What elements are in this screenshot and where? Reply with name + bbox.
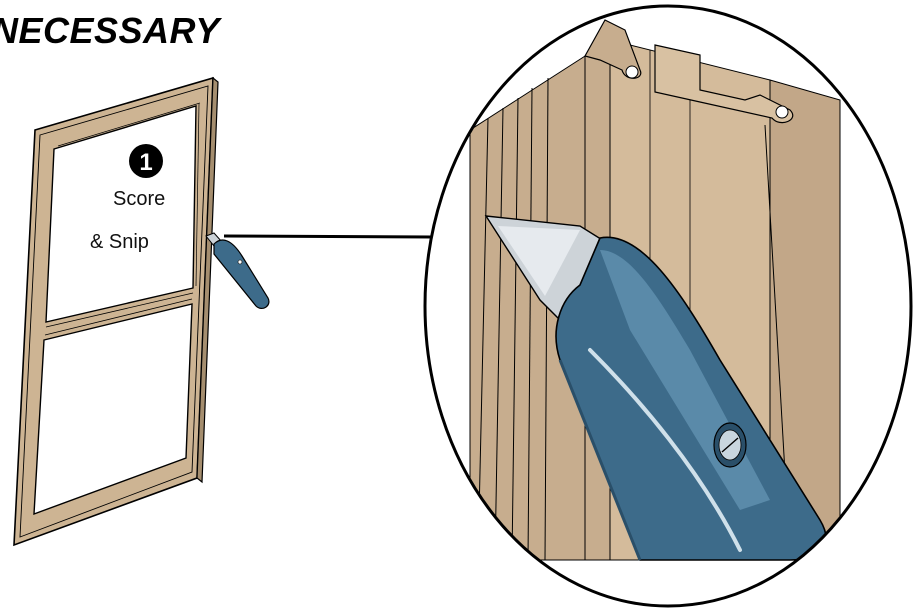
step-badge: 1 [129,144,163,178]
step-label-line1: Score [113,188,165,210]
step-label-line2: & Snip [90,231,149,253]
callout-leader-line [224,236,432,237]
magnified-detail [420,0,913,614]
step-number: 1 [139,149,152,176]
small-utility-knife [206,233,269,308]
window-frame [14,78,218,545]
